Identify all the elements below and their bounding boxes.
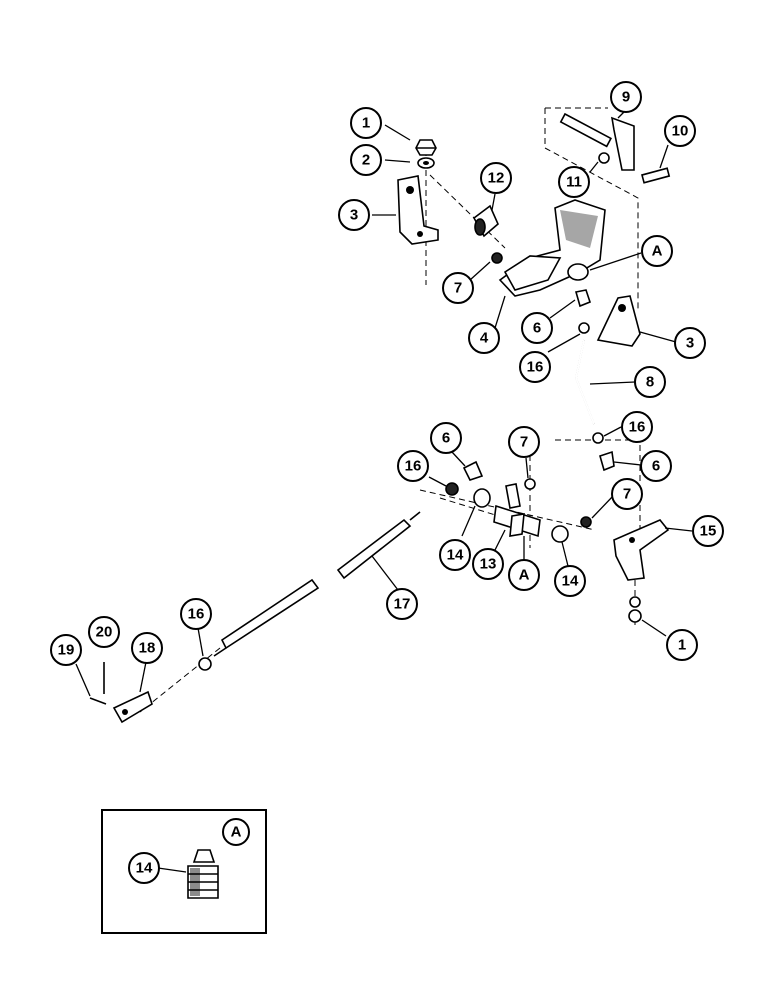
callout-label: 6	[442, 430, 450, 447]
callout-label: 4	[480, 330, 489, 347]
part-lever-13	[493, 483, 541, 538]
callout-label: 14	[562, 573, 579, 590]
callout-label: 17	[394, 596, 411, 613]
callout-7-upper: 7	[442, 272, 474, 304]
part-nut-16-lower	[198, 657, 212, 671]
leader-lines	[75, 109, 693, 697]
part-bracket-15	[613, 519, 670, 581]
callout-label: 2	[362, 152, 370, 169]
callout-19: 19	[50, 634, 82, 666]
callout-label: 6	[652, 458, 660, 475]
callout-20: 20	[88, 616, 120, 648]
callout-label: A	[519, 567, 530, 584]
part-rod-8	[574, 339, 595, 425]
callout-7-right: 7	[611, 478, 643, 510]
callout-label: 3	[350, 207, 358, 224]
part-bolt-10	[641, 167, 671, 184]
callout-detail-a-lower: A	[508, 559, 540, 591]
callout-label: 20	[96, 624, 113, 641]
callout-label: 13	[480, 556, 497, 573]
callout-8: 8	[634, 366, 666, 398]
part-nut-7-upper	[491, 252, 503, 264]
callout-label: 7	[520, 434, 528, 451]
callout-14-right: 14	[554, 565, 586, 597]
callout-6-left: 6	[430, 422, 462, 454]
callout-16-left: 16	[397, 450, 429, 482]
part-bushing-14-left	[473, 488, 491, 508]
callout-3-left: 3	[338, 199, 370, 231]
callout-label: 14	[447, 547, 464, 564]
callout-label: 16	[405, 458, 422, 475]
callout-6-upper: 6	[521, 312, 553, 344]
callout-label: 16	[629, 419, 646, 436]
grease-fitting-14-detail	[187, 849, 219, 899]
callout-label: 14	[136, 860, 153, 877]
callout-label: 12	[488, 170, 505, 187]
callout-label: 3	[686, 335, 694, 352]
callout-3-right: 3	[674, 327, 706, 359]
callout-label: A	[652, 243, 663, 260]
part-clip-6-right	[599, 450, 615, 472]
part-pin-9	[559, 112, 635, 171]
callout-label: 9	[622, 89, 630, 106]
part-clip-6-upper	[574, 289, 591, 308]
part-nut-16-mid	[592, 432, 604, 444]
callout-14-left: 14	[439, 539, 471, 571]
callout-2: 2	[350, 144, 382, 176]
part-foot-pedal-4	[498, 199, 606, 297]
callout-16-upper: 16	[519, 351, 551, 383]
callout-label: 15	[700, 523, 717, 540]
callout-label: 16	[527, 359, 544, 376]
callout-15: 15	[692, 515, 724, 547]
callout-label: 16	[188, 606, 205, 623]
callout-label: 11	[566, 174, 582, 191]
detail-a-text: A	[231, 824, 242, 841]
part-bushing-14-right	[551, 525, 569, 543]
callout-label: 8	[646, 374, 654, 391]
callout-1-upper: 1	[350, 107, 382, 139]
part-bushing-12	[472, 204, 499, 238]
part-nut-7-mid	[524, 478, 536, 490]
callout-label: 10	[672, 123, 689, 140]
callout-label: 19	[58, 642, 75, 659]
callout-6-right: 6	[640, 450, 672, 482]
callout-11: 11	[558, 166, 590, 198]
callout-13: 13	[472, 548, 504, 580]
callout-16-lower: 16	[180, 598, 212, 630]
callout-17: 17	[386, 588, 418, 620]
callout-detail-a-upper: A	[641, 235, 673, 267]
part-nut-1-upper	[415, 139, 437, 156]
part-nut-16-upper	[578, 322, 590, 334]
part-nut-7-right	[580, 516, 592, 528]
callout-label: 18	[139, 640, 156, 657]
part-pin-19	[89, 697, 107, 705]
part-nut-16-left	[445, 482, 459, 496]
callout-label: 6	[533, 320, 541, 337]
callout-12: 12	[480, 162, 512, 194]
part-nut-1-lower	[628, 596, 642, 623]
callout-16-mid: 16	[621, 411, 653, 443]
callout-18: 18	[131, 632, 163, 664]
callout-14-detail: 14	[128, 852, 160, 884]
callout-1-lower: 1	[666, 629, 698, 661]
callout-4: 4	[468, 322, 500, 354]
detail-a-inset: A 14	[101, 809, 267, 934]
assembly-guide-lines	[139, 107, 641, 713]
part-clip-6-left	[462, 460, 484, 481]
callout-7-mid: 7	[508, 426, 540, 458]
callout-10: 10	[664, 115, 696, 147]
part-bracket-3-right	[596, 295, 641, 347]
part-clevis-18	[112, 690, 153, 724]
part-washer-2	[417, 157, 435, 169]
part-nut-11	[598, 152, 610, 164]
callout-label: 7	[454, 280, 462, 297]
callout-9: 9	[610, 81, 642, 113]
detail-a-label: A	[222, 818, 250, 846]
callout-label: 1	[678, 637, 686, 654]
part-rod-17	[213, 511, 421, 657]
part-bracket-3-left	[397, 175, 439, 245]
callout-label: 1	[362, 115, 370, 132]
callout-label: 7	[623, 486, 631, 503]
